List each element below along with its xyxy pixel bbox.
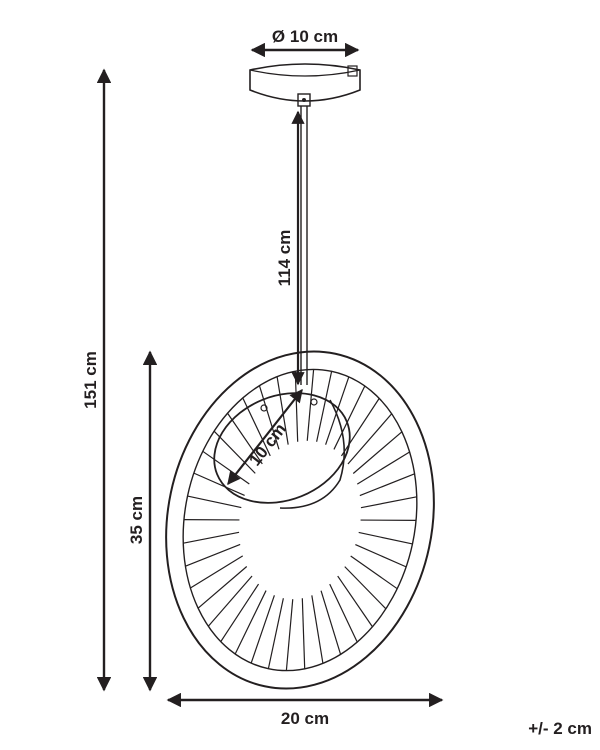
- shade-slat: [285, 599, 294, 671]
- shade-slat: [316, 371, 333, 442]
- dimension-total-height: 151 cm: [81, 68, 112, 692]
- shade-slat: [250, 595, 275, 664]
- shade-slat: [320, 590, 342, 655]
- shade-slat: [311, 595, 324, 664]
- shade-slat: [190, 555, 244, 589]
- shade-slat: [329, 583, 358, 643]
- shade-slat: [197, 566, 248, 609]
- dimension-rod-length: 114 cm: [275, 110, 305, 386]
- shade-width-label: 20 cm: [281, 709, 329, 728]
- shade-slat: [267, 598, 284, 669]
- shade-slat: [234, 590, 267, 655]
- shade-slat: [337, 575, 373, 628]
- canopy-diameter-label: Ø 10 cm: [272, 27, 338, 46]
- shade-slat: [344, 566, 387, 610]
- shade-slat: [306, 369, 315, 441]
- shade-slat: [183, 531, 240, 544]
- shade-slat: [340, 398, 380, 457]
- shade-slat: [347, 413, 393, 465]
- suspension-rod: [297, 93, 311, 385]
- dimension-canopy-diameter: Ø 10 cm: [250, 27, 360, 58]
- shade-slat: [185, 543, 241, 567]
- shade-slats: [183, 369, 417, 671]
- shade-slat: [352, 431, 403, 474]
- inner-disc-label: 10 cm: [245, 420, 290, 470]
- shade-slat: [360, 496, 417, 509]
- dimension-shade-width: 20 cm: [166, 692, 444, 728]
- shade-slat: [187, 495, 242, 509]
- dimension-shade-height: 35 cm: [127, 350, 158, 692]
- louvered-shade: [165, 350, 435, 690]
- shade-slat: [356, 451, 410, 485]
- shade-height-label: 35 cm: [127, 496, 146, 544]
- shade-slat: [207, 575, 253, 627]
- shade-slat: [350, 555, 398, 590]
- ceiling-canopy: [249, 63, 361, 102]
- shade-slat: [202, 450, 250, 485]
- shade-slat: [325, 376, 350, 445]
- shade-slat: [333, 385, 366, 450]
- rod-length-label: 114 cm: [275, 230, 294, 287]
- total-height-label: 151 cm: [81, 351, 100, 409]
- shade-slat: [355, 544, 407, 568]
- shade-slat: [359, 473, 415, 497]
- shade-slat: [220, 583, 260, 642]
- shade-slat: [301, 598, 306, 669]
- shade-slat: [193, 472, 245, 496]
- shade-slat: [358, 531, 413, 545]
- tolerance-note: +/- 2 cm: [528, 719, 592, 738]
